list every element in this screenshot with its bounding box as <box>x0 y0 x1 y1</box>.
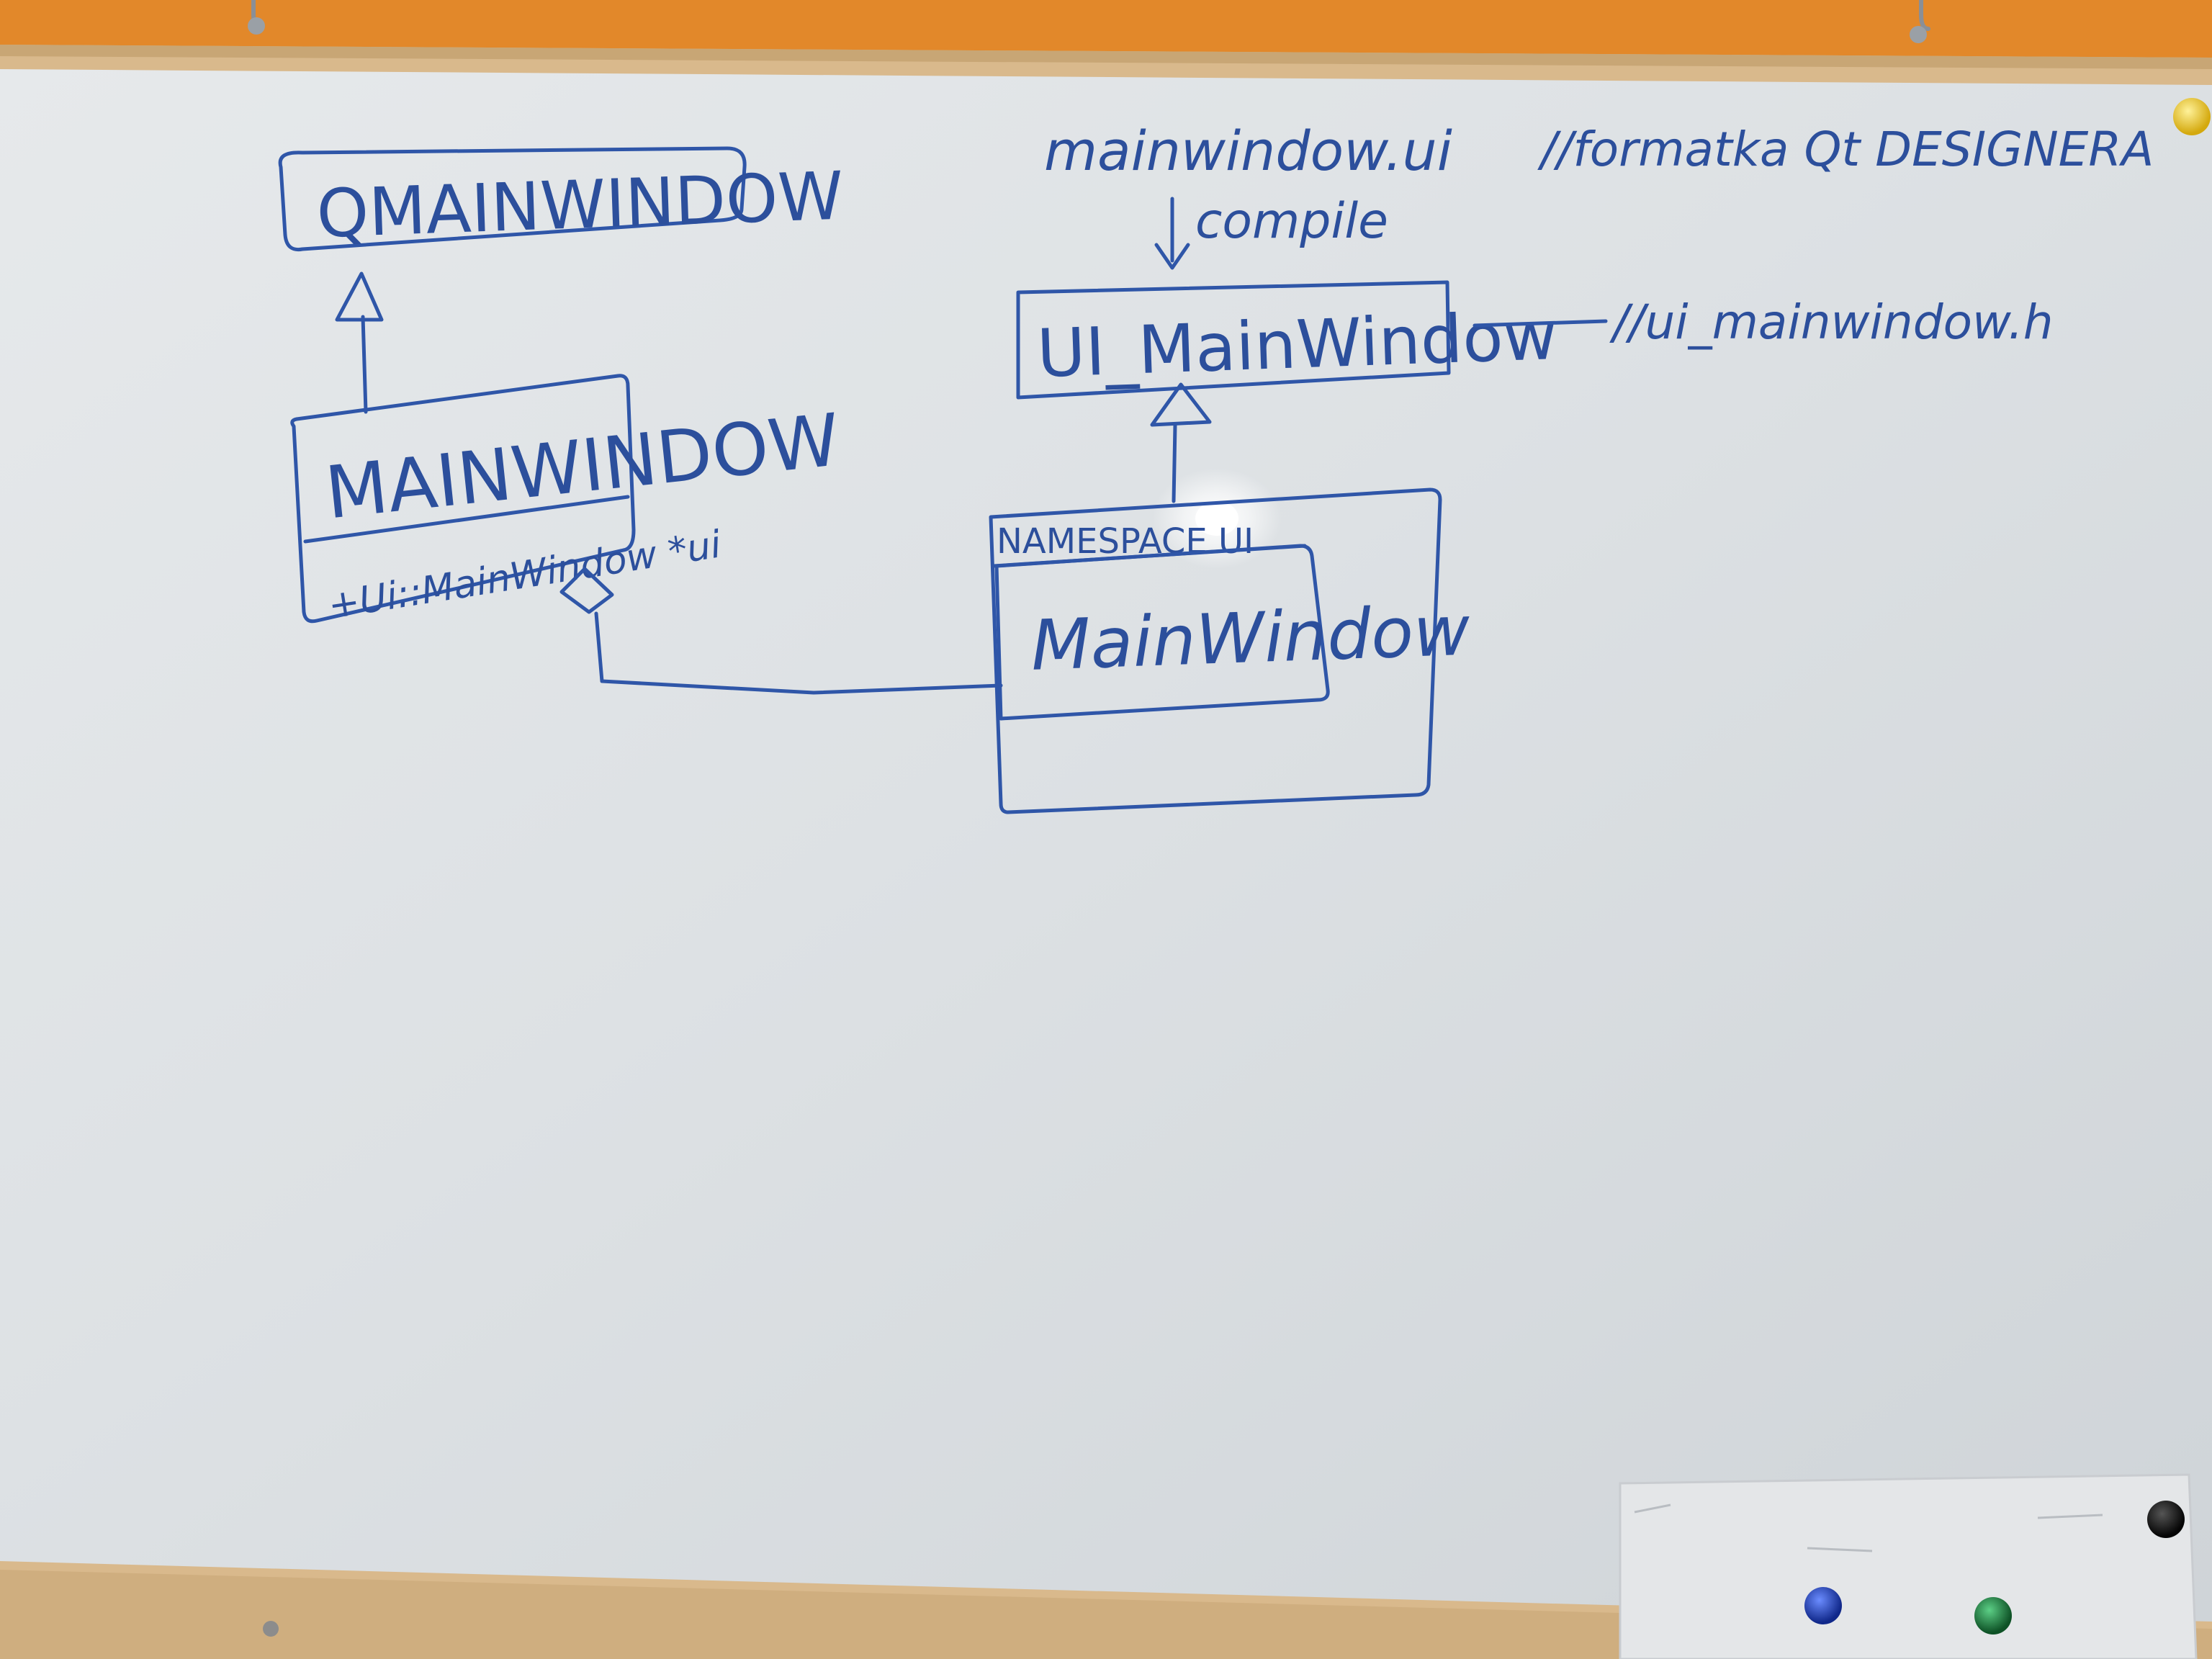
paper-note <box>1619 1473 2198 1659</box>
ui-mainwindow-class-box: UI_MainWindow <box>1016 280 1559 400</box>
ui-file-note: mainwindow.ui compile <box>1044 119 1452 270</box>
namespace-ui-box: NAMESPACE UI MainWindow <box>989 487 1472 814</box>
designer-comment: //formatka Qt DESIGNERA <box>1537 122 2154 177</box>
header-comment: //ui_mainwindow.h <box>1609 295 2054 350</box>
ui-file-label: mainwindow.ui <box>1044 119 1452 183</box>
black-magnet <box>2147 1501 2185 1538</box>
inner-mainwindow-label: MainWindow <box>1030 590 1472 686</box>
blue-magnet <box>1804 1587 1842 1624</box>
qmainwindow-label: QMAINWINDOW <box>315 158 845 253</box>
wall-hook-right <box>1910 0 1930 43</box>
inheritance-arrow-left <box>335 271 384 414</box>
inheritance-arrow-right <box>1150 382 1212 503</box>
aggregation-connector <box>559 567 1003 695</box>
green-magnet <box>1974 1597 2012 1635</box>
compile-label: compile <box>1195 193 1388 250</box>
namespace-label: NAMESPACE UI <box>997 521 1254 562</box>
qmainwindow-class-box: QMAINWINDOW <box>278 146 845 253</box>
whiteboard-surface <box>0 69 2212 1622</box>
ui-mainwindow-class-label: UI_MainWindow <box>1035 297 1558 392</box>
header-comment-connector <box>1473 319 1608 328</box>
yellow-magnet <box>2173 98 2211 135</box>
wall-hook-left <box>248 0 265 35</box>
frame-screw <box>263 1621 279 1637</box>
